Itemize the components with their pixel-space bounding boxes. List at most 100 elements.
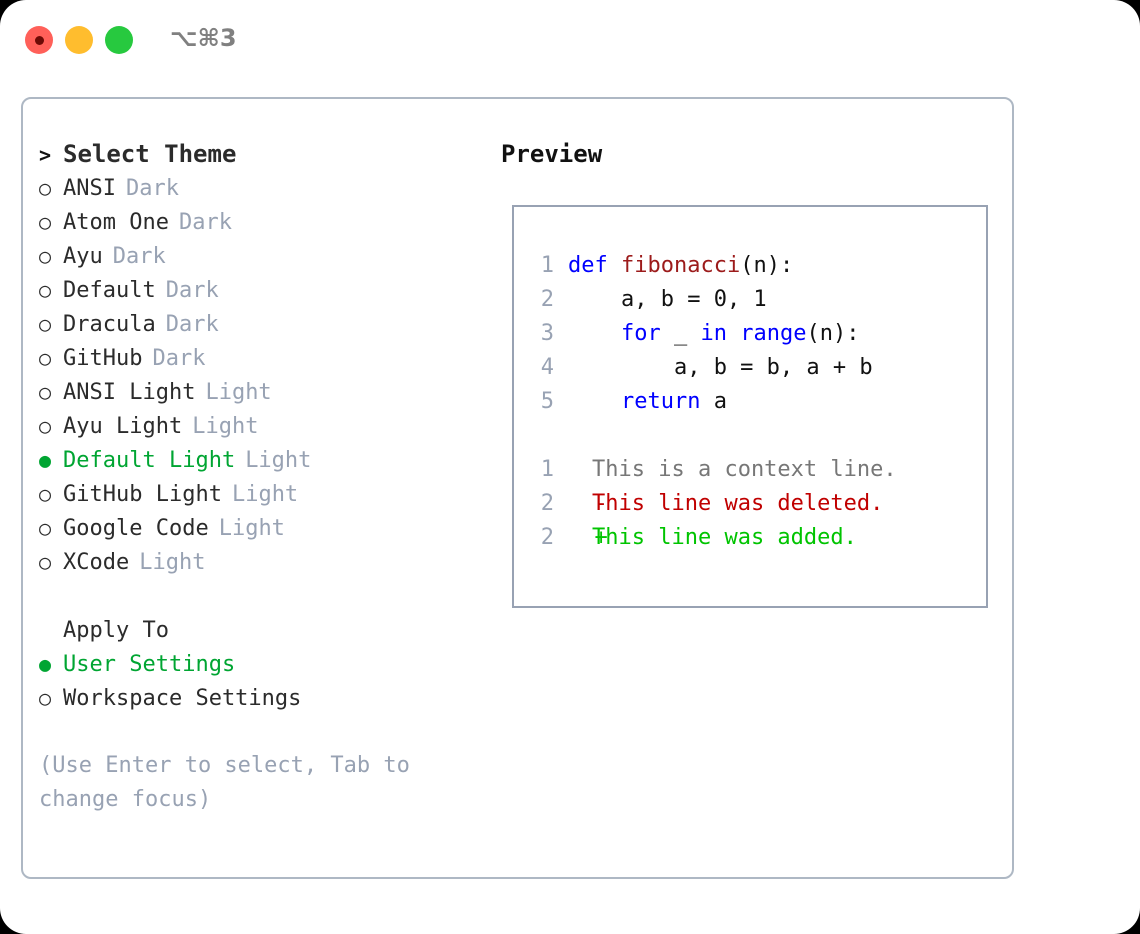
code-token [727,321,740,346]
code-line: 1 def fibonacci(n): [514,249,986,283]
theme-variant-tag: Dark [112,244,166,269]
theme-variant-tag: Light [231,482,299,507]
theme-name: Ayu Light [63,414,183,439]
apply-to-item[interactable]: ● User Settings [39,647,479,681]
radio-selected-icon: ● [39,448,52,472]
minimize-window-button[interactable] [65,26,93,54]
code-line: 4 a, b = b, a + b [514,351,986,385]
radio-selected-icon: ● [39,652,52,676]
theme-variant-tag: Light [192,414,259,439]
diff-marker [568,453,592,487]
code-token: range [740,321,807,346]
code-token: for [620,321,661,346]
theme-name: Default [63,278,156,303]
prompt-caret-icon: > [39,143,52,167]
diff-text: This line was added. [592,525,857,550]
theme-list-item[interactable]: ○ XCode Light [39,545,479,579]
code-token: fibonacci [620,253,741,278]
diff-marker: + [568,525,621,550]
theme-variant-tag: Dark [165,312,219,337]
theme-variant-tag: Light [245,448,312,473]
diff-text: This is a context line. [592,457,897,482]
radio-unselected-icon: ○ [39,380,52,404]
theme-list-item[interactable]: ○ Dracula Dark [39,307,479,341]
radio-unselected-icon: ○ [39,550,52,574]
line-number: 1 [540,253,554,278]
theme-variant-tag: Light [218,516,285,541]
diff-line: 2 - This line was deleted. [514,487,986,521]
theme-variant-tag: Dark [165,278,219,303]
code-line: 2 a, b = 0, 1 [514,283,986,317]
theme-picker-header: > Select Theme [39,137,479,171]
theme-variant-tag: Light [139,550,206,575]
code-token: _ [660,321,701,346]
line-number: 2 [540,525,554,550]
apply-to-item[interactable]: ○ Workspace Settings [39,681,479,715]
code-token: (n): [740,253,794,278]
code-diff-separator [514,419,986,453]
radio-unselected-icon: ○ [39,516,52,540]
apply-to-label: User Settings [63,652,236,677]
keyboard-hint-text: (Use Enter to select, Tab to change focu… [39,753,410,812]
line-number: 2 [540,287,554,312]
code-token: a [700,389,727,414]
apply-to-title: Apply To [63,618,169,643]
diff-line: 1 This is a context line. [514,453,986,487]
theme-variant-tag: Dark [152,346,206,371]
apply-to-list: ● User Settings ○ Workspace Settings [39,647,479,715]
radio-unselected-icon: ○ [39,482,52,506]
maximize-window-button[interactable] [105,26,133,54]
theme-picker-title: Select Theme [63,140,237,168]
theme-name: Ayu [63,244,103,269]
apply-to-header: ○Apply To [39,613,479,647]
theme-list-item[interactable]: ○ Ayu Dark [39,239,479,273]
theme-list-item[interactable]: ○ GitHub Dark [39,341,479,375]
diff-text: This line was deleted. [592,491,884,516]
theme-list-item[interactable]: ○ Ayu Light Light [39,409,479,443]
theme-name: GitHub [63,346,143,371]
theme-name: XCode [63,550,130,575]
theme-name: Google Code [63,516,209,541]
radio-unselected-icon: ○ [39,176,52,200]
line-number: 4 [540,355,554,380]
theme-list-item[interactable]: ● Default Light Light [39,443,479,477]
theme-variant-tag: Dark [125,176,179,201]
code-token: (n): [806,321,860,346]
code-token: a, b = b, a + b [568,355,873,380]
radio-unselected-icon: ○ [39,278,52,302]
line-number: 3 [540,321,554,346]
theme-name: Default Light [63,448,236,473]
radio-unselected-icon: ○ [39,414,52,438]
radio-unselected-icon: ○ [39,686,52,710]
radio-unselected-icon: ○ [39,244,52,268]
theme-list-item[interactable]: ○ Google Code Light [39,511,479,545]
radio-unselected-icon: ○ [39,312,52,336]
line-number: 2 [540,491,554,516]
close-icon [35,36,44,45]
line-number: 1 [540,457,554,482]
line-number: 5 [540,389,554,414]
theme-name: Dracula [63,312,156,337]
code-token: in [700,321,727,346]
code-line: 5 return a [514,385,986,419]
apply-to-spacer: ○ [39,613,63,647]
theme-name: ANSI Light [63,380,196,405]
preview-title: Preview [501,140,603,168]
radio-unselected-icon: ○ [39,346,52,370]
theme-list-item[interactable]: ○ Default Dark [39,273,479,307]
apply-to-label: Workspace Settings [63,686,302,711]
code-token: def [568,253,621,278]
theme-variant-tag: Dark [178,210,232,235]
radio-unselected-icon: ○ [39,210,52,234]
diff-line: 2 + This line was added. [514,521,986,555]
code-token: return [620,389,701,414]
